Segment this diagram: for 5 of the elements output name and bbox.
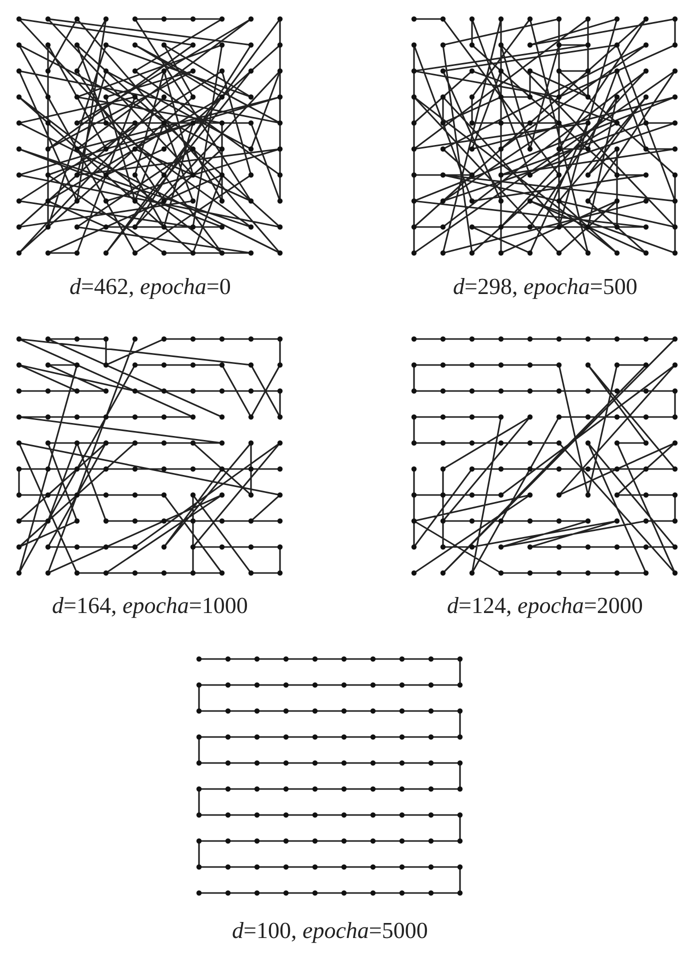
caption: d=124, epocha=2000 xyxy=(447,593,643,619)
caption: d=462, epocha=0 xyxy=(70,274,231,300)
caption: d=164, epocha=1000 xyxy=(52,593,248,619)
caption: d=298, epocha=500 xyxy=(453,274,638,300)
caption: d=100, epocha=5000 xyxy=(232,918,428,944)
